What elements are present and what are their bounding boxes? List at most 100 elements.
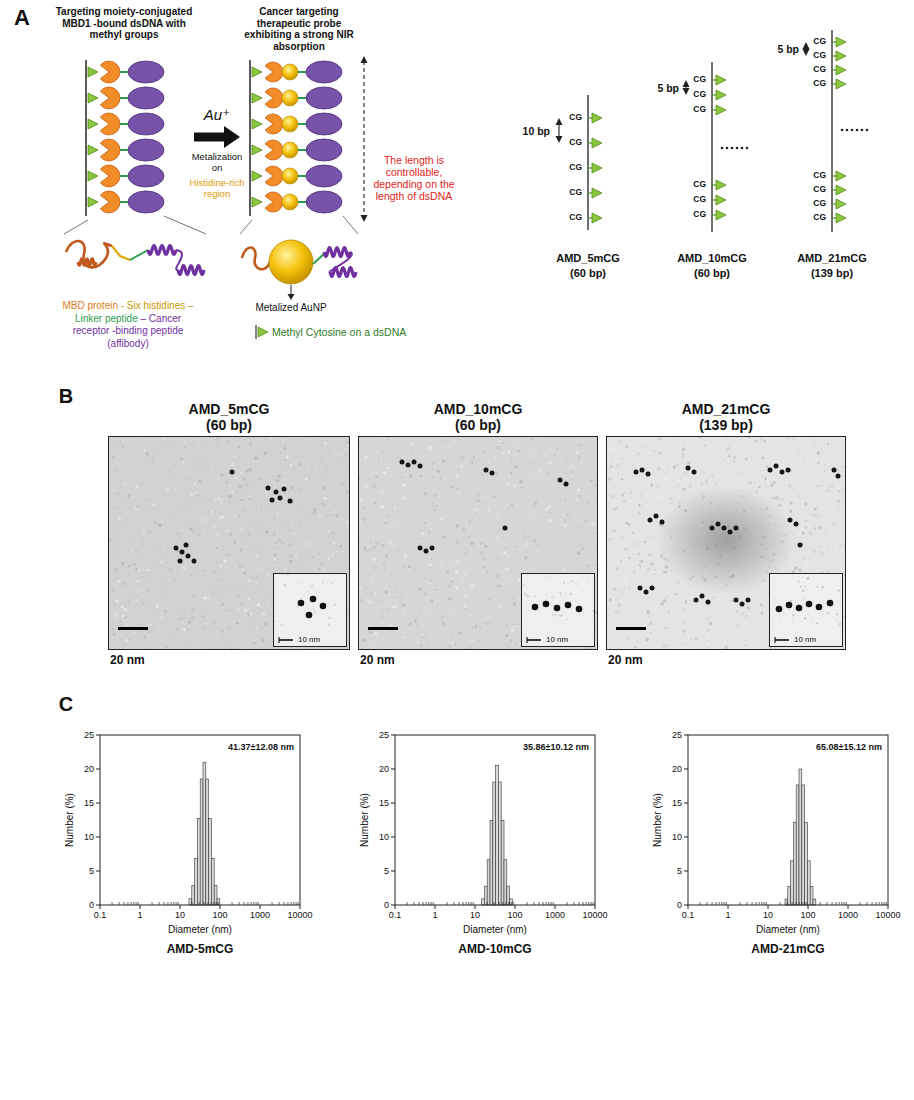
tem-speck xyxy=(448,584,451,587)
tem-speck xyxy=(689,485,692,488)
tem-speck xyxy=(109,590,111,592)
leader-line xyxy=(64,220,88,234)
tem-speck xyxy=(183,461,185,463)
tem-speck xyxy=(181,541,184,544)
tem-speck xyxy=(570,561,572,563)
tem-speck xyxy=(248,579,251,582)
dna-strand xyxy=(85,60,87,216)
tem-speck xyxy=(160,561,163,564)
tem-speck xyxy=(166,564,169,567)
tem-speck xyxy=(586,582,587,583)
tem-speck xyxy=(418,560,419,561)
tem-speck xyxy=(245,483,248,486)
tem-speck xyxy=(260,530,261,531)
tem-speck xyxy=(431,528,433,530)
tem-speck xyxy=(580,526,581,527)
tem-speck xyxy=(472,628,473,629)
tem-speck xyxy=(566,437,568,439)
tem-speck xyxy=(221,503,223,505)
tem-speck xyxy=(548,505,551,508)
tem-speck xyxy=(486,622,489,625)
tem-speck xyxy=(371,592,374,595)
tem-speck xyxy=(135,567,138,570)
tem-speck xyxy=(368,548,371,551)
tem-speck xyxy=(455,570,459,574)
tem-speck xyxy=(425,598,428,601)
tem-speck xyxy=(423,501,426,504)
tem-speck xyxy=(312,556,314,558)
tem-speck xyxy=(217,497,220,500)
tem-speck xyxy=(367,518,369,520)
tem-speck xyxy=(162,573,164,575)
tem-speck xyxy=(364,507,365,508)
tem-speck xyxy=(410,449,412,451)
tem-speck xyxy=(187,637,188,638)
tem-speck xyxy=(388,548,389,549)
tem-speck xyxy=(157,529,160,532)
tem-speck xyxy=(127,528,129,530)
tem-speck xyxy=(452,524,455,527)
tem-speck xyxy=(593,532,596,535)
tem-speck xyxy=(380,610,384,614)
tem-speck xyxy=(489,569,492,572)
tem-speck xyxy=(390,578,391,579)
tem-speck xyxy=(434,481,436,483)
tem-speck xyxy=(436,469,440,473)
tem-speck xyxy=(841,488,844,491)
tem-speck xyxy=(186,497,188,499)
tem-speck xyxy=(443,440,446,443)
tem-speck xyxy=(816,485,818,487)
tem-speck xyxy=(745,439,748,442)
tem-speck xyxy=(286,527,288,529)
tem-speck xyxy=(230,637,231,638)
tem-speck xyxy=(696,457,699,460)
tem-speck xyxy=(194,486,196,488)
tem-speck xyxy=(656,581,658,583)
tem-speck xyxy=(483,622,485,624)
gold-particle xyxy=(282,64,298,80)
tem-speck xyxy=(457,559,460,562)
tem-speck xyxy=(234,541,237,544)
tem-speck xyxy=(549,541,550,542)
tem-speck xyxy=(496,535,499,538)
tem-speck xyxy=(750,442,751,443)
tem-speck xyxy=(466,494,469,497)
tem-speck xyxy=(561,523,563,525)
tem-speck xyxy=(475,517,477,519)
tem-speck xyxy=(313,486,315,488)
tem-speck xyxy=(387,467,389,469)
tem-speck xyxy=(277,474,280,477)
tem-speck xyxy=(235,476,238,479)
tem-speck xyxy=(246,510,248,512)
tem-speck xyxy=(359,565,361,567)
methyl-mark xyxy=(252,119,262,129)
tem-speck xyxy=(134,507,137,510)
tem-speck xyxy=(571,647,572,648)
tem-speck xyxy=(578,536,580,538)
tem-speck xyxy=(546,576,548,578)
tem-speck xyxy=(366,440,369,443)
tem-speck xyxy=(796,448,798,450)
tem-speck xyxy=(481,647,483,649)
tem-speck xyxy=(535,512,536,513)
tem-speck xyxy=(292,607,294,609)
tem-speck xyxy=(226,566,228,568)
tem-speck xyxy=(138,439,140,441)
tem-speck xyxy=(500,484,501,485)
tem-speck xyxy=(480,551,483,554)
linker xyxy=(298,201,306,203)
tem-speck xyxy=(548,449,551,452)
tem-speck xyxy=(292,533,295,536)
tem-speck xyxy=(468,520,472,524)
tem-speck xyxy=(254,629,255,630)
tem-speck xyxy=(484,545,487,548)
tem-speck xyxy=(189,439,193,443)
tem-speck xyxy=(294,598,295,599)
tem-speck xyxy=(437,496,439,498)
tem-background xyxy=(606,436,846,650)
tem-speck xyxy=(220,597,222,599)
tem-speck xyxy=(236,607,239,610)
tem-speck xyxy=(115,614,119,618)
tem-speck xyxy=(140,438,141,439)
tem-speck xyxy=(645,608,647,610)
